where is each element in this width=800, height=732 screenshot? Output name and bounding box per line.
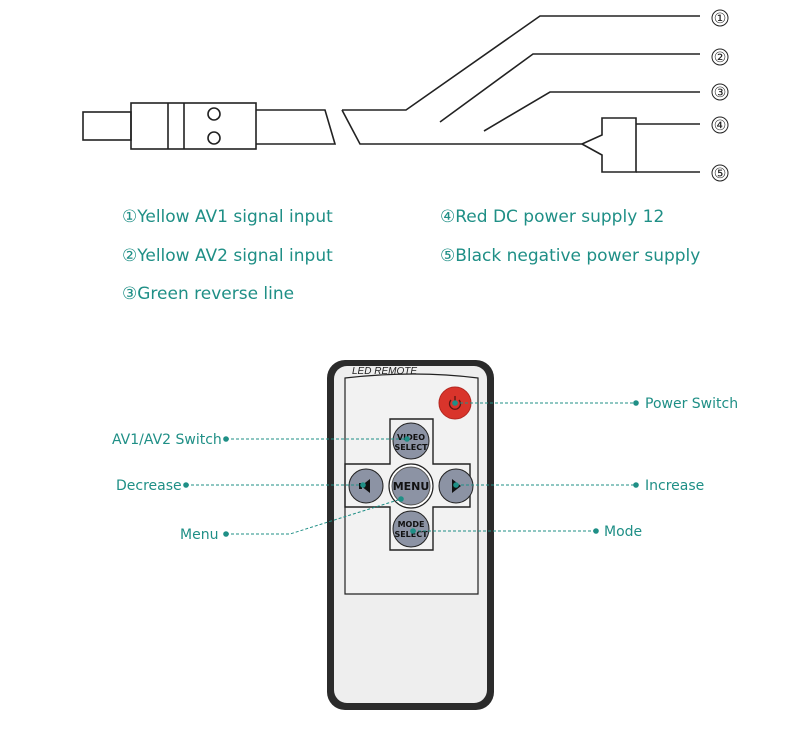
callout-decrease: Decrease bbox=[116, 478, 182, 494]
cable-branch-2 bbox=[439, 53, 700, 123]
legend-item: ②Yellow AV2 signal input bbox=[122, 246, 333, 266]
callout-av-switch: AV1/AV2 Switch bbox=[112, 432, 222, 448]
dpad-frame bbox=[344, 418, 471, 551]
mode-select-label: MODE bbox=[398, 520, 425, 529]
callout-mode: Mode bbox=[604, 524, 642, 540]
wire-legend: ①Yellow AV1 signal input ②Yellow AV2 sig… bbox=[122, 207, 700, 304]
connector-plug-body bbox=[130, 102, 257, 150]
remote-title: LED REMOTE bbox=[352, 366, 417, 377]
callout-lines bbox=[186, 402, 636, 535]
terminal-5-label: ⑤ bbox=[714, 166, 727, 182]
video-select-button[interactable] bbox=[392, 422, 430, 460]
connector-plug-tip bbox=[82, 111, 132, 141]
callout-labels: Power Switch AV1/AV2 Switch Decrease Inc… bbox=[112, 396, 738, 543]
terminal-3-label: ③ bbox=[714, 85, 727, 101]
terminal-4-label: ④ bbox=[714, 118, 727, 134]
terminal-labels: ① ② ③ ④ ⑤ bbox=[711, 9, 729, 182]
cable-segment bbox=[256, 109, 337, 145]
cable-power-split bbox=[581, 117, 637, 173]
cable-lower-edge bbox=[341, 109, 582, 145]
terminal-2-label: ② bbox=[714, 50, 727, 66]
cable-diagram bbox=[82, 15, 700, 173]
cable-branch-1 bbox=[342, 15, 700, 111]
video-select-label: VIDEO bbox=[397, 433, 425, 442]
video-select-label: SELECT bbox=[394, 443, 428, 452]
terminal-1-label: ① bbox=[714, 11, 727, 27]
callout-dots bbox=[183, 400, 639, 537]
menu-label: MENU bbox=[393, 480, 430, 493]
legend-item: ①Yellow AV1 signal input bbox=[122, 207, 333, 227]
mode-select-label: SELECT bbox=[394, 530, 428, 539]
remote-control: LED REMOTE VIDEO SELECT MENU MODE SELECT bbox=[327, 360, 494, 710]
callout-power-switch: Power Switch bbox=[645, 396, 738, 412]
connector-pin bbox=[207, 107, 221, 121]
cable-branch-3 bbox=[483, 91, 700, 132]
callout-increase: Increase bbox=[645, 478, 704, 494]
legend-item: ④Red DC power supply 12 bbox=[440, 207, 664, 227]
legend-item: ③Green reverse line bbox=[122, 284, 294, 304]
mode-select-button[interactable] bbox=[392, 510, 430, 548]
callout-line-menu bbox=[226, 498, 402, 535]
connector-pin bbox=[207, 131, 221, 145]
legend-item: ⑤Black negative power supply bbox=[440, 246, 700, 266]
callout-menu: Menu bbox=[180, 527, 218, 543]
